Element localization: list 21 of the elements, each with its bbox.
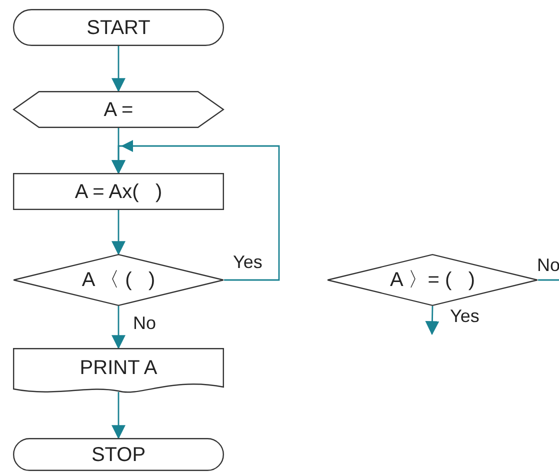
arrow — [112, 46, 126, 92]
connector-line — [538, 279, 559, 281]
node-text: A 〉= ( ) — [390, 270, 476, 290]
node-text: A = — [104, 100, 134, 120]
preparation-hexagon — [13, 91, 224, 128]
terminal-shape — [13, 438, 224, 471]
node-text: START — [86, 18, 150, 38]
arrow — [112, 210, 126, 256]
node-text: A = Ax( ) — [74, 182, 162, 202]
process-box — [13, 173, 224, 210]
terminal-shape — [13, 9, 224, 46]
decision-diamond — [13, 254, 224, 306]
node-text: PRINT A — [80, 358, 158, 380]
document-shape — [13, 348, 224, 395]
arrow — [112, 392, 126, 440]
arrow — [425, 306, 440, 336]
node-text: STOP — [91, 444, 146, 464]
decision-diamond — [327, 254, 538, 306]
arrow — [112, 306, 126, 350]
loop-arrow — [112, 140, 280, 281]
node-text: A 〈 ( ) — [82, 270, 156, 290]
